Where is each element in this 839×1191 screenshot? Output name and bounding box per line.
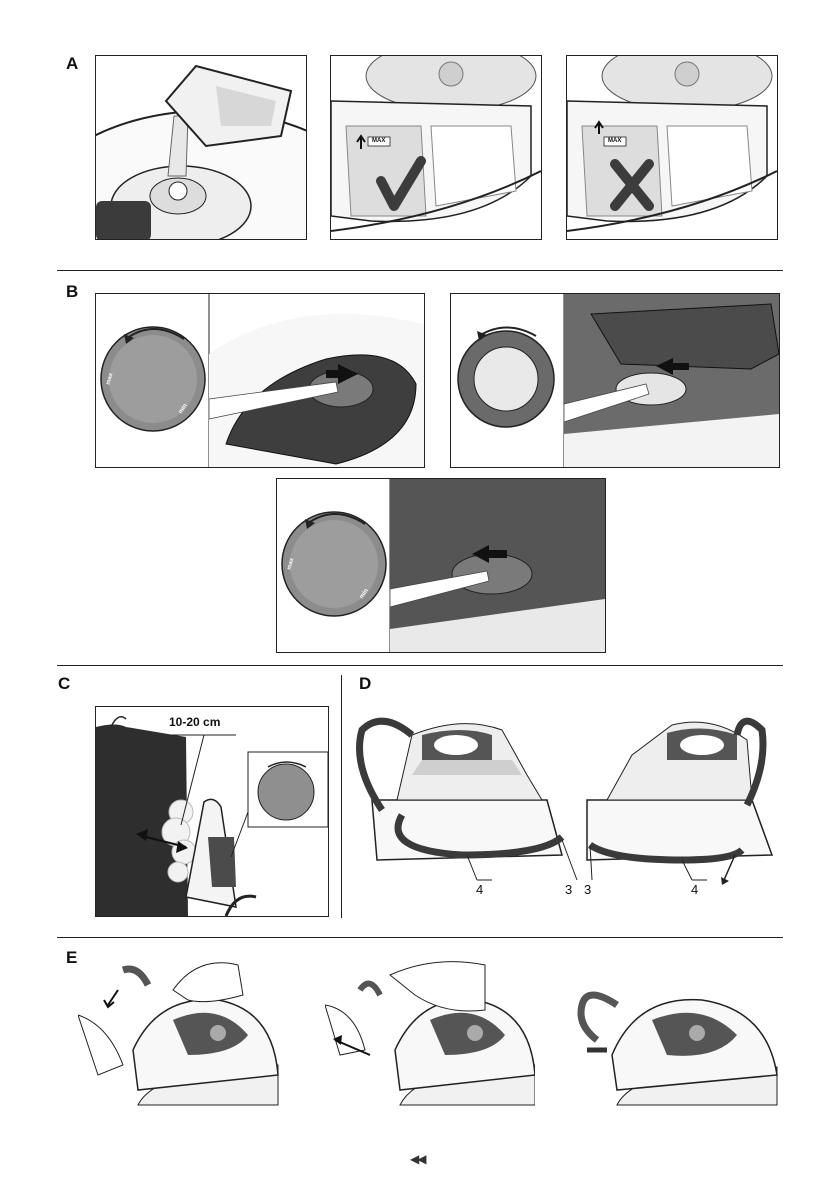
distance-label: 10-20 cm bbox=[169, 715, 220, 729]
section-d-label: D bbox=[359, 674, 371, 694]
page-nav-arrows[interactable]: ◀◀ bbox=[410, 1152, 424, 1166]
divider-c-d bbox=[341, 675, 342, 918]
max-mark-wrong: MAX bbox=[608, 138, 621, 144]
section-e-label: E bbox=[66, 948, 77, 968]
illustration-vertical-steaming: 10-20 cm bbox=[95, 706, 329, 917]
illustration-hose-storage: 4 3 3 4 bbox=[352, 705, 782, 905]
section-a-label: A bbox=[66, 54, 78, 74]
section-c-label: C bbox=[58, 674, 70, 694]
divider-b-cd bbox=[57, 665, 783, 666]
illustration-fill-water-tank bbox=[95, 55, 307, 240]
illustration-overfill-wrong: MAX bbox=[566, 55, 778, 240]
illustration-steam-dial-model-1: max min bbox=[95, 293, 425, 468]
divider-a-b bbox=[57, 270, 783, 271]
max-mark-correct: MAX bbox=[372, 138, 385, 144]
illustration-steam-dial-model-2 bbox=[450, 293, 780, 468]
illustration-steam-dial-model-3: max min bbox=[276, 478, 606, 653]
section-b-label: B bbox=[66, 282, 78, 302]
illustration-fill-to-max-correct: MAX bbox=[330, 55, 542, 240]
callout-right-hose: 4 bbox=[691, 882, 698, 897]
divider-cd-e bbox=[57, 937, 783, 938]
illustration-release-iron-step-1 bbox=[78, 955, 288, 1115]
illustration-iron-stored bbox=[577, 955, 787, 1115]
callout-right-hook: 3 bbox=[584, 882, 591, 897]
callout-left-hook: 3 bbox=[565, 882, 572, 897]
illustration-release-iron-step-2 bbox=[325, 955, 535, 1115]
callout-left-hose: 4 bbox=[476, 882, 483, 897]
